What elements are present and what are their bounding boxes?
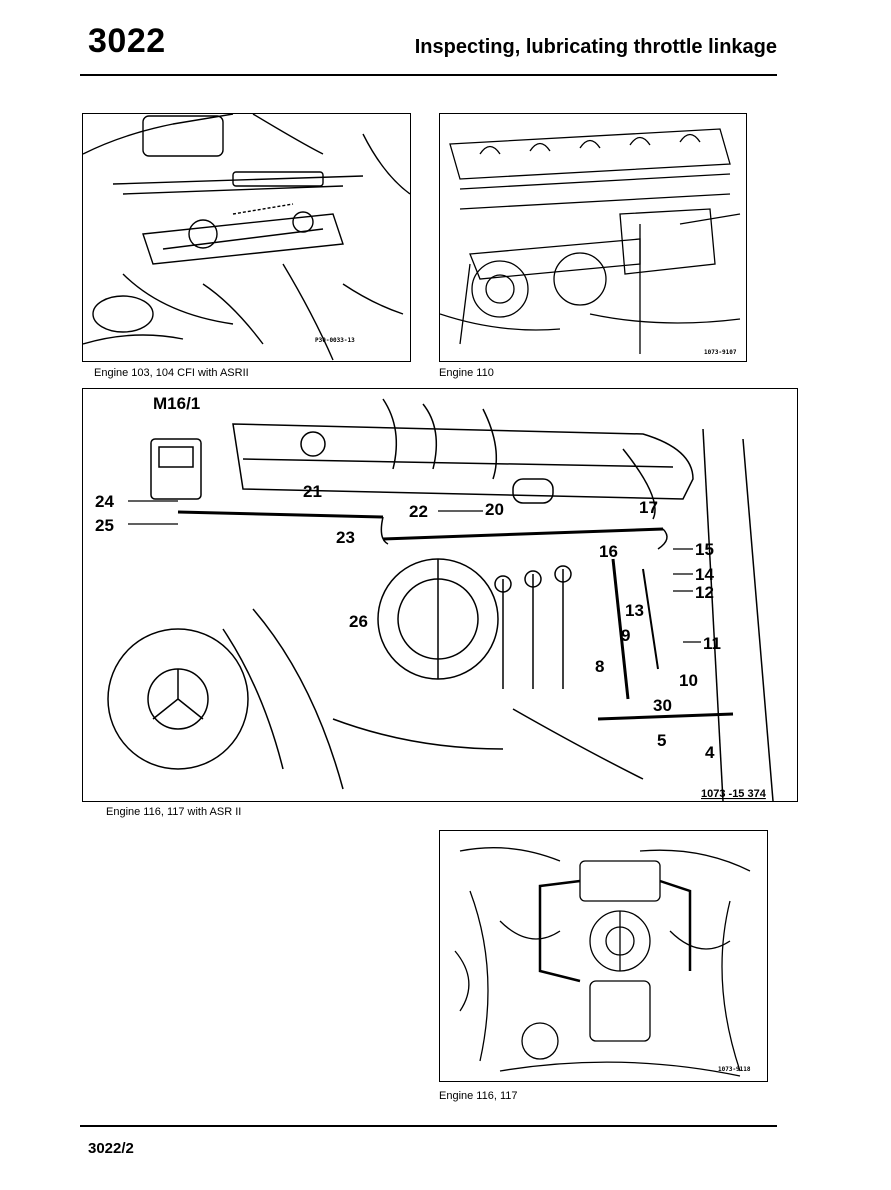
- callout-m16-1: M16/1: [153, 394, 200, 413]
- doc-number: 3022: [88, 22, 166, 60]
- figure-engine-116-117-asr: M16/1 24 25 21 22 20 17 23 16 15 14 12 1…: [82, 388, 798, 802]
- figure-caption: Engine 116, 117 with ASR II: [106, 806, 242, 818]
- callout-17: 17: [639, 498, 658, 517]
- engine-110-drawing: 1073-9107: [440, 128, 741, 356]
- callout-10: 10: [679, 671, 698, 690]
- callout-20: 20: [485, 500, 504, 519]
- figure-engine-103-104: P30-0033-13: [82, 113, 411, 362]
- engine-116-117-asr-drawing: M16/1 24 25 21 22 20 17 23 16 15 14 12 1…: [95, 394, 774, 801]
- figure-caption: Engine 110: [439, 367, 494, 379]
- figure-ref: 1073-9107: [704, 349, 737, 356]
- callout-23: 23: [336, 528, 355, 547]
- callout-26: 26: [349, 612, 368, 631]
- callout-16: 16: [599, 542, 618, 561]
- callout-11: 11: [703, 634, 721, 653]
- callout-4: 4: [705, 743, 715, 762]
- footer-rule: [80, 1125, 777, 1127]
- callout-30: 30: [653, 696, 672, 715]
- callout-14: 14: [695, 565, 714, 584]
- engine-116-117-drawing: 1073-9118: [454, 847, 751, 1077]
- figure-ref: 1073-9118: [718, 1066, 751, 1073]
- figure-ref: 1073 -15 374: [701, 788, 767, 800]
- callout-12: 12: [695, 583, 714, 602]
- callout-25: 25: [95, 516, 114, 535]
- figure-engine-116-117: 1073-9118: [439, 830, 768, 1082]
- callout-13: 13: [625, 601, 644, 620]
- callout-21: 21: [303, 482, 322, 501]
- header-rule: [80, 74, 777, 76]
- figure-caption: Engine 103, 104 CFI with ASRII: [94, 367, 249, 379]
- callout-15: 15: [695, 540, 714, 559]
- callout-5: 5: [657, 731, 666, 750]
- page-title: Inspecting, lubricating throttle linkage: [414, 36, 777, 58]
- page-number: 3022/2: [88, 1140, 134, 1157]
- engine-103-104-drawing: P30-0033-13: [83, 114, 410, 361]
- callout-8: 8: [595, 657, 604, 676]
- figure-caption: Engine 116, 117: [439, 1090, 518, 1102]
- callout-22: 22: [409, 502, 428, 521]
- figure-ref: P30-0033-13: [315, 337, 355, 344]
- callout-24: 24: [95, 492, 114, 511]
- figure-engine-110: 1073-9107: [439, 113, 747, 362]
- callout-9: 9: [621, 626, 630, 645]
